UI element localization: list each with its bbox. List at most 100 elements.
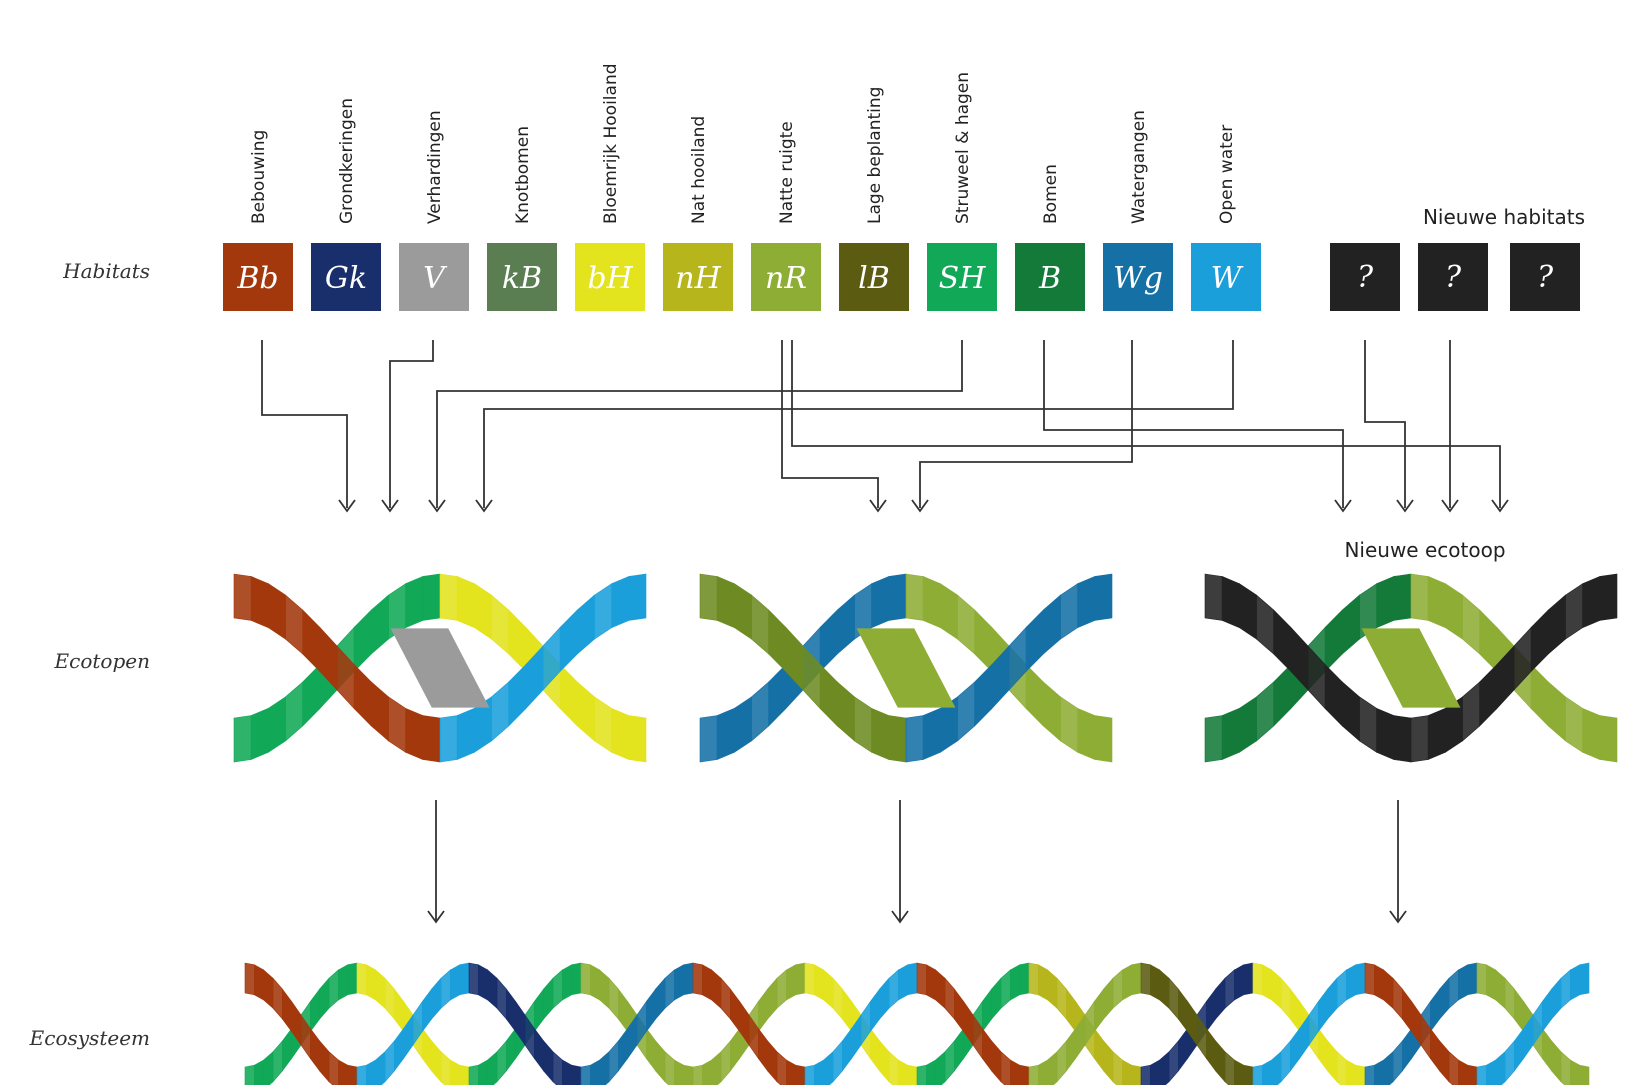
ecosystem-segment-5 (1140, 962, 1366, 1085)
ribbon-lower-strand (1273, 663, 1292, 727)
ribbon-upper-strand (768, 609, 787, 673)
ribbon-lower-strand (1112, 1051, 1123, 1085)
ribbon-lower-strand (439, 573, 458, 621)
ribbon-lower-strand (1467, 962, 1478, 996)
arrowhead (1389, 910, 1407, 924)
ribbon-lower-strand (819, 609, 838, 673)
ribbon-lower-strand (692, 1064, 703, 1085)
ribbon-lower-strand (991, 977, 1002, 1020)
habitat-name: Open water (1217, 125, 1237, 224)
arrowhead (428, 499, 446, 513)
ribbon-lower-strand (1243, 962, 1254, 996)
ribbon-upper-strand (439, 715, 458, 763)
ribbon-lower-strand (1047, 969, 1058, 1009)
ribbon-upper-strand (974, 663, 993, 727)
connector-natte-ruigte-b (791, 340, 1501, 508)
ribbon-lower-strand (1570, 1059, 1580, 1085)
ribbon-lower-strand (628, 715, 647, 763)
ribbon-lower-strand (1066, 988, 1076, 1033)
ribbon-upper-strand (683, 962, 694, 996)
ribbon-lower-strand (888, 1051, 899, 1085)
habitat-name: Verhardingen (425, 110, 445, 224)
ribbon-upper-strand (244, 962, 255, 996)
ribbon-lower-strand (310, 988, 320, 1033)
habitat-box (663, 243, 733, 311)
ribbon-upper-strand (356, 1064, 367, 1085)
ribbon-lower-strand (478, 1059, 488, 1085)
ecosystem-segment-6 (1364, 962, 1590, 1085)
ribbon-upper-strand (1131, 962, 1142, 996)
ribbon-lower-strand (664, 1051, 675, 1085)
ribbon-lower-strand (1025, 663, 1044, 727)
ribbon-upper-strand (1290, 1027, 1300, 1072)
ribbon-upper-strand (795, 1064, 806, 1085)
ribbon-upper-strand (1410, 715, 1429, 763)
ribbon-upper-strand (594, 583, 612, 640)
ribbon-lower-strand (898, 1059, 908, 1085)
ribbon-upper-strand (487, 969, 498, 1009)
ribbon-lower-strand (1234, 964, 1244, 1001)
ribbon-upper-strand (982, 1027, 992, 1072)
ribbon-lower-strand (590, 964, 600, 1001)
ribbon-lower-strand (1221, 707, 1240, 760)
new-habitat-code: ? (1445, 260, 1462, 295)
habitat-box (1015, 243, 1085, 311)
connector-struweel (436, 340, 963, 508)
ribbon-lower-strand (1168, 1040, 1179, 1083)
ecotope-row (233, 573, 1618, 763)
ribbon-lower-strand (543, 977, 554, 1020)
ribbon-upper-strand (1548, 594, 1566, 655)
ribbon-lower-strand (1393, 573, 1412, 621)
habitat-name: Grondkeringen (337, 98, 357, 224)
ribbon-lower-strand (1056, 977, 1067, 1020)
ribbon-upper-strand (534, 1027, 544, 1072)
arrowhead (1491, 499, 1509, 513)
ribbon-upper-strand (1324, 663, 1343, 727)
ribbon-upper-strand (1514, 1027, 1524, 1072)
ribbon-lower-strand (974, 609, 993, 673)
ribbon-lower-strand (776, 969, 787, 1009)
ecosystem-segment-3 (692, 962, 918, 1085)
ribbon-upper-strand (1000, 1051, 1011, 1085)
ribbon-lower-strand (1150, 1059, 1160, 1085)
ribbon-lower-strand (926, 1059, 936, 1085)
ribbon-upper-strand (1430, 1027, 1440, 1072)
ribbon-lower-strand (577, 681, 595, 742)
ribbon-lower-strand (1122, 1059, 1132, 1085)
ribbon-upper-strand (1112, 969, 1123, 1009)
arrowhead (1334, 499, 1352, 513)
ribbon-upper-strand (282, 988, 292, 1033)
ribbon-upper-strand (814, 1059, 824, 1085)
ecotope-to-ecosystem-arrows (427, 800, 1407, 924)
ribbon-lower-strand (1038, 964, 1048, 1001)
ribbon-lower-strand (1336, 1051, 1347, 1085)
ribbon-upper-strand (1495, 1051, 1506, 1085)
ribbon-lower-strand (250, 707, 269, 760)
connector-open-water (483, 340, 1234, 508)
ribbon-lower-strand (1290, 988, 1300, 1033)
ribbon-upper-strand (1178, 988, 1188, 1033)
ribbon-lower-strand (922, 576, 941, 629)
new-habitat-box: ? (1510, 243, 1580, 311)
ribbon-lower-strand (646, 1027, 656, 1072)
ribbon-upper-strand (250, 576, 269, 629)
ribbon-upper-strand (1439, 1040, 1450, 1083)
ribbon-lower-strand (1479, 609, 1498, 673)
ribbon-lower-strand (823, 969, 834, 1009)
ribbon-lower-strand (338, 964, 348, 1001)
ribbon-upper-strand (1565, 583, 1583, 640)
ribbon-upper-strand (922, 707, 941, 760)
ribbon-upper-strand (819, 663, 838, 727)
ribbon-lower-strand (366, 964, 376, 1001)
ribbon-upper-strand (776, 1051, 787, 1085)
ribbon-upper-strand (664, 969, 675, 1009)
ribbon-upper-strand (879, 977, 890, 1020)
ribbon-upper-strand (1103, 977, 1114, 1020)
ribbon-crossing (856, 628, 956, 708)
connector-lines (261, 340, 1501, 508)
arrowhead (891, 910, 909, 924)
